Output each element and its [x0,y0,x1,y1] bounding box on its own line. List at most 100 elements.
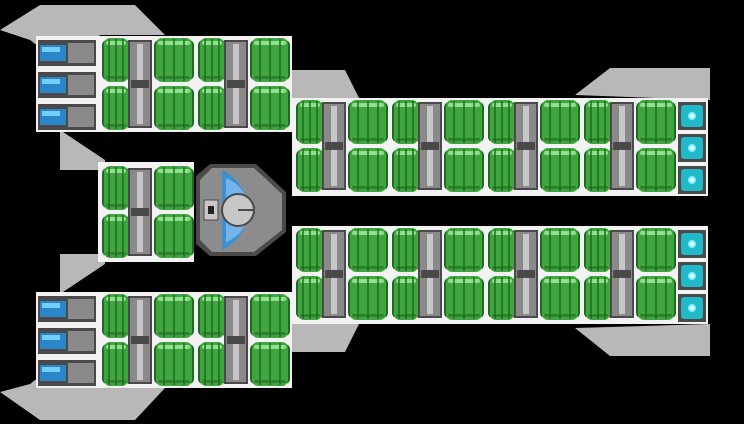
hull-panel [575,68,710,100]
thruster-pod [38,296,96,322]
cargo-container [636,276,676,320]
cargo-container [348,276,388,320]
thruster-pod [38,360,96,386]
cargo-container [250,342,290,386]
clamp-frame [224,296,248,384]
cargo-container [392,276,420,320]
cargo-container [392,228,420,272]
hull-panel [60,254,105,294]
cargo-container [444,228,484,272]
cargo-unit [102,166,194,258]
hull-panel [575,324,710,356]
cargo-container [198,294,226,338]
clamp-frame [128,168,152,256]
clamp-frame [128,296,152,384]
clamp-frame [514,102,538,190]
cargo-container [250,86,290,130]
clamp-frame [322,230,346,318]
cargo-container [198,38,226,82]
cargo-container [488,276,516,320]
cargo-container [102,166,130,210]
cargo-container [444,276,484,320]
cargo-container [444,100,484,144]
cargo-unit [488,228,580,320]
clamp-frame [610,102,634,190]
cargo-container [154,294,194,338]
thruster-pod [38,40,96,66]
cargo-container [154,86,194,130]
cargo-container [392,148,420,192]
thrusters [38,40,96,386]
cargo-container [198,342,226,386]
cargo-container [348,228,388,272]
cargo-unit [102,38,194,130]
clamp-frame [610,230,634,318]
cargo-container [584,276,612,320]
cargo-unit [198,38,290,130]
thruster-pod [38,328,96,354]
clamp-frame [418,102,442,190]
cargo-container [584,100,612,144]
cargo-container [102,38,130,82]
connector-node [678,134,706,162]
cargo-container [154,342,194,386]
cargo-container [636,148,676,192]
cargo-container [488,228,516,272]
clamp-frame [418,230,442,318]
cargo-container [488,148,516,192]
cargo-container [540,276,580,320]
cargo-unit [392,100,484,192]
hull-panel [290,70,360,105]
cargo-container [540,100,580,144]
cargo-container [540,228,580,272]
cargo-container [636,100,676,144]
connector-node [678,102,706,130]
connector-node [678,294,706,322]
cargo-unit [296,228,388,320]
connector-node [678,230,706,258]
cargo-container [348,148,388,192]
cargo-bays [102,38,676,386]
thruster-pod [38,72,96,98]
cargo-container [296,100,324,144]
cargo-container [348,100,388,144]
cargo-container [584,228,612,272]
cargo-container [296,228,324,272]
hull-panel [290,318,360,352]
cargo-container [102,214,130,258]
cargo-container [540,148,580,192]
cargo-container [198,86,226,130]
cargo-unit [198,294,290,386]
cargo-container [488,100,516,144]
connector-nodes [678,102,706,322]
cargo-container [102,294,130,338]
connector-node [678,166,706,194]
connector-node [678,262,706,290]
cargo-container [102,342,130,386]
hull-panel [60,130,105,170]
cargo-container [154,38,194,82]
clamp-frame [128,40,152,128]
cargo-container [250,38,290,82]
cargo-container [154,214,194,258]
cargo-unit [102,294,194,386]
cargo-container [444,148,484,192]
cockpit-dome [196,164,286,256]
cargo-container [296,276,324,320]
cargo-unit [392,228,484,320]
cargo-unit [488,100,580,192]
cargo-container [392,100,420,144]
clamp-frame [514,230,538,318]
cargo-container [584,148,612,192]
cargo-container [102,86,130,130]
thruster-pod [38,104,96,130]
cargo-container [250,294,290,338]
clamp-frame [224,40,248,128]
cargo-container [296,148,324,192]
clamp-frame [322,102,346,190]
cargo-unit [584,228,676,320]
cargo-container [154,166,194,210]
cargo-unit [584,100,676,192]
